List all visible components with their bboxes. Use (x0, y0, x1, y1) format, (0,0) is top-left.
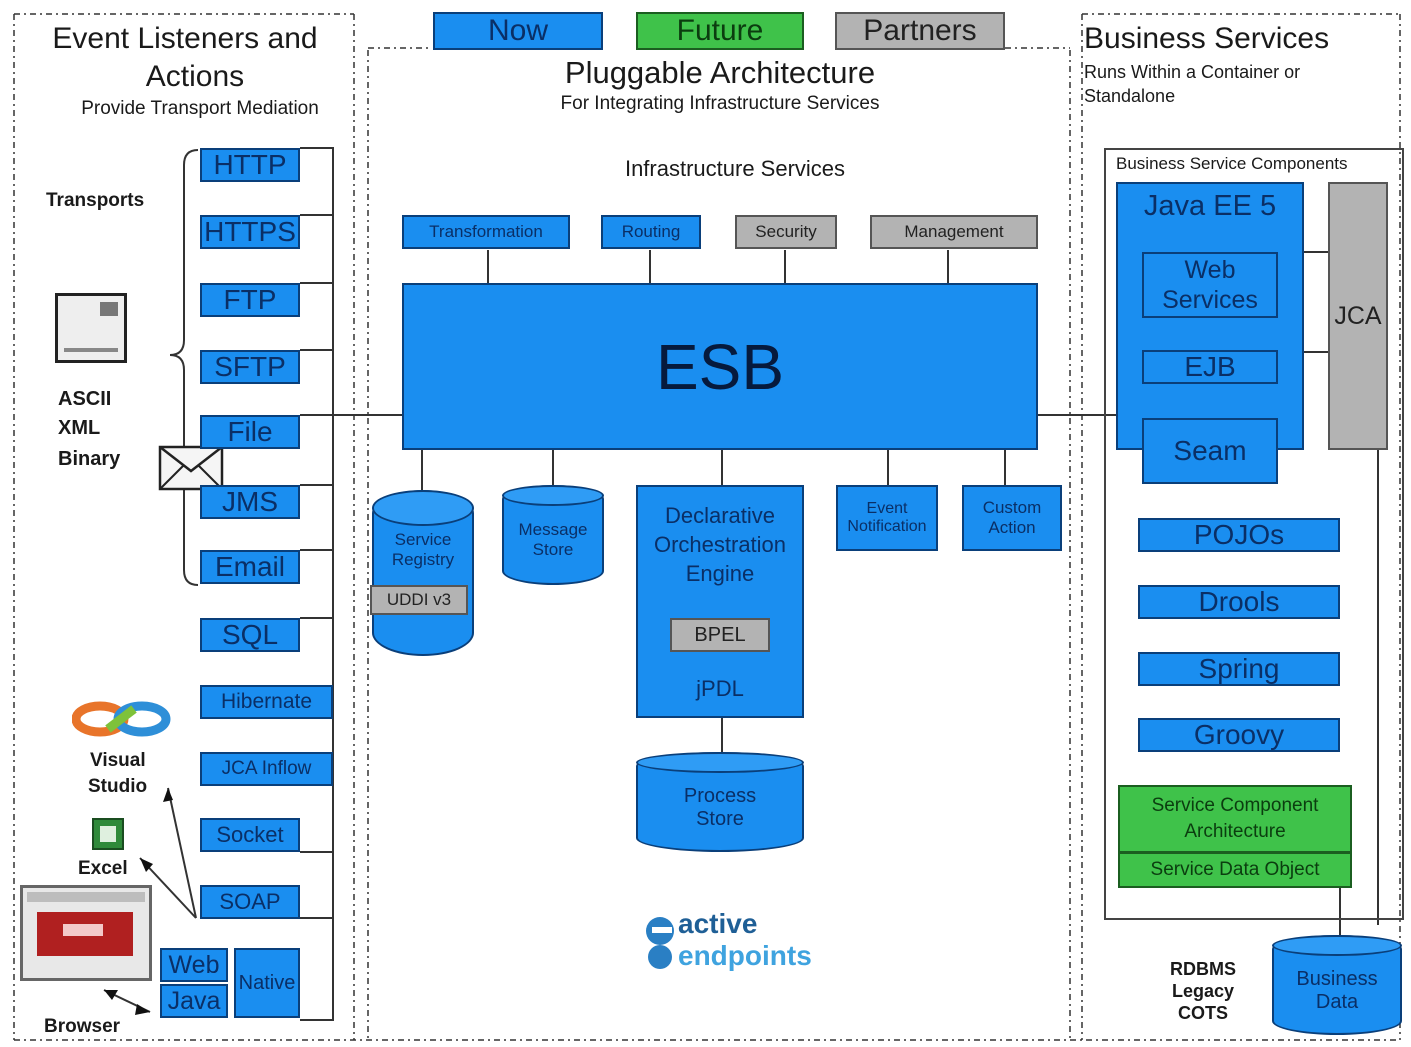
web-services-box: Web Services (1142, 252, 1278, 318)
engine-line2: Orchestration (653, 532, 787, 557)
orchestration-engine: Declarative Orchestration Engine (636, 485, 804, 718)
legend-future: Future (636, 12, 804, 50)
service-drools: Drools (1138, 585, 1340, 619)
message-store: Message Store (502, 485, 604, 585)
left-subtitle: Provide Transport Mediation (81, 98, 319, 119)
business-data-store: Business Data (1272, 935, 1402, 1035)
infra-routing: Routing (601, 215, 701, 249)
legacy-line1: RDBMS (1170, 959, 1236, 979)
format-ascii: ASCII (58, 388, 112, 410)
browser-screenshot-icon (20, 885, 152, 981)
transport-socket: Socket (200, 818, 300, 852)
engine-line1: Declarative (664, 503, 776, 528)
left-title-line1: Event Listeners and (52, 22, 318, 55)
bpel-box: BPEL (670, 618, 770, 652)
engine-line3: Engine (685, 561, 755, 586)
client-java: Java (160, 984, 228, 1018)
ejb-box: EJB (1142, 350, 1278, 384)
message-store-line1: Message (518, 520, 588, 539)
sca-line1: Service Component (1151, 795, 1319, 816)
message-store-line2: Store (532, 540, 574, 559)
transport-email: Email (200, 550, 300, 584)
custom-line2: Action (988, 518, 1036, 537)
event-line2: Notification (847, 518, 927, 535)
uddi-box: UDDI v3 (370, 585, 468, 615)
seam-box: Seam (1142, 418, 1278, 484)
components-label: Business Service Components (1116, 154, 1348, 173)
service-groovy: Groovy (1138, 718, 1340, 752)
infra-label: Infrastructure Services (624, 156, 846, 181)
visual-studio-label-line2: Studio (88, 776, 148, 797)
client-web: Web (160, 948, 228, 982)
client-native: Native (234, 948, 300, 1018)
transport-sql: SQL (200, 618, 300, 652)
transport-soap: SOAP (200, 885, 300, 919)
service-registry-line2: Registry (391, 550, 455, 569)
transport-ftp: FTP (200, 283, 300, 317)
document-icon (55, 293, 127, 363)
custom-line1: Custom (982, 498, 1042, 517)
event-notification: Event Notification (836, 485, 938, 551)
transport-jms: JMS (200, 485, 300, 519)
sdo-box: Service Data Object (1118, 852, 1352, 888)
jca-box: JCA (1328, 182, 1388, 450)
right-title: Business Services (1084, 22, 1330, 55)
active-endpoints-logo-icon (646, 917, 674, 969)
service-spring: Spring (1138, 652, 1340, 686)
format-binary: Binary (58, 448, 121, 470)
browser-label: Browser (44, 1016, 121, 1037)
envelope-icon (158, 445, 224, 491)
jpdl-label: jPDL (696, 676, 744, 701)
event-line1: Event (866, 500, 908, 517)
transport-sftp: SFTP (200, 350, 300, 384)
center-subtitle: For Integrating Infrastructure Services (560, 93, 880, 114)
infra-management: Management (870, 215, 1038, 249)
sca-box: Service Component Architecture (1118, 785, 1352, 853)
esb-block: ESB (402, 283, 1038, 450)
right-subtitle-line2: Standalone (1084, 86, 1176, 106)
process-store: Process Store (636, 752, 804, 852)
transport-jca-inflow: JCA Inflow (200, 752, 333, 786)
legacy-line3: COTS (1177, 1003, 1228, 1023)
transport-http: HTTP (200, 148, 300, 182)
web-services-line1: Web (1184, 256, 1236, 284)
javaee-label: Java EE 5 (1143, 190, 1277, 222)
custom-action: Custom Action (962, 485, 1062, 551)
business-components-frame (1104, 148, 1404, 920)
transport-https: HTTPS (200, 215, 300, 249)
left-title-line2: Actions (145, 60, 245, 93)
visual-studio-logo-icon (72, 701, 171, 737)
business-data-line2: Data (1315, 991, 1359, 1013)
center-title: Pluggable Architecture (564, 55, 876, 90)
excel-label: Excel (78, 858, 128, 879)
legend-now: Now (433, 12, 603, 50)
infra-transformation: Transformation (402, 215, 570, 249)
transport-file: File (200, 415, 300, 449)
service-pojos: POJOs (1138, 518, 1340, 552)
service-registry-line1: Service (394, 530, 452, 549)
visual-studio-label-line1: Visual (90, 750, 146, 771)
web-services-line2: Services (1162, 286, 1258, 314)
legacy-label: RDBMS Legacy COTS (1158, 958, 1248, 1024)
format-xml: XML (58, 417, 101, 439)
legend-partners: Partners (835, 12, 1005, 50)
right-subtitle-line1: Runs Within a Container or (1084, 62, 1301, 82)
infra-security: Security (735, 215, 837, 249)
transports-label: Transports (46, 190, 145, 211)
transport-hibernate: Hibernate (200, 685, 333, 719)
legacy-line2: Legacy (1171, 981, 1235, 1001)
service-registry-store: Service Registry (372, 490, 474, 656)
process-store-line1: Process (683, 785, 757, 807)
logo-line1: active (678, 908, 758, 939)
logo-line2: endpoints (678, 940, 812, 971)
sca-line2: Architecture (1184, 821, 1286, 842)
excel-icon (92, 818, 124, 850)
business-data-line1: Business (1296, 968, 1378, 990)
process-store-line2: Store (696, 808, 744, 830)
